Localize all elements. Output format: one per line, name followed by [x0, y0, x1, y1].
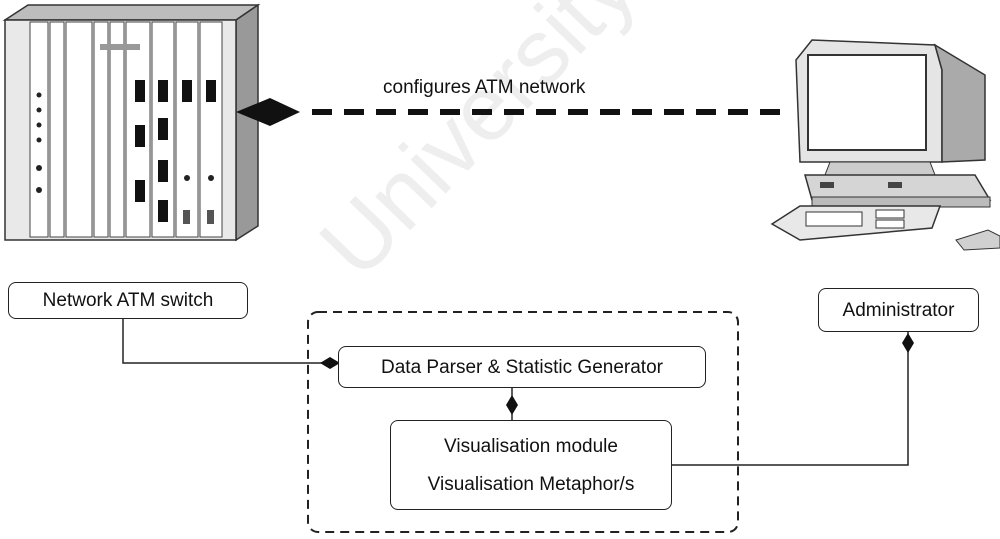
system-boundary [307, 311, 739, 533]
atm-switch-image [2, 3, 261, 242]
vis-to-admin-connector [672, 332, 909, 466]
visualisation-module-label: Visualisation module [444, 435, 618, 457]
administrator-box: Administrator [818, 288, 979, 332]
data-parser-box: Data Parser & Statistic Generator [338, 346, 706, 388]
network-atm-switch-box: Network ATM switch [8, 282, 248, 319]
network-atm-switch-label: Network ATM switch [42, 290, 214, 311]
connector-arrowhead [902, 333, 914, 353]
switch-to-parser-connector [122, 319, 322, 364]
link-label: configures ATM network [383, 77, 586, 98]
connector-arrowhead [506, 395, 518, 415]
data-parser-label: Data Parser & Statistic Generator [381, 356, 663, 378]
administrator-label: Administrator [842, 299, 955, 321]
visualisation-box: Visualisation module Visualisation Metap… [390, 420, 672, 510]
computer-image [770, 39, 1000, 251]
visualisation-metaphor-label: Visualisation Metaphor/s [427, 473, 635, 495]
link-arrowhead [236, 98, 300, 126]
connector-arrowhead [320, 357, 340, 369]
